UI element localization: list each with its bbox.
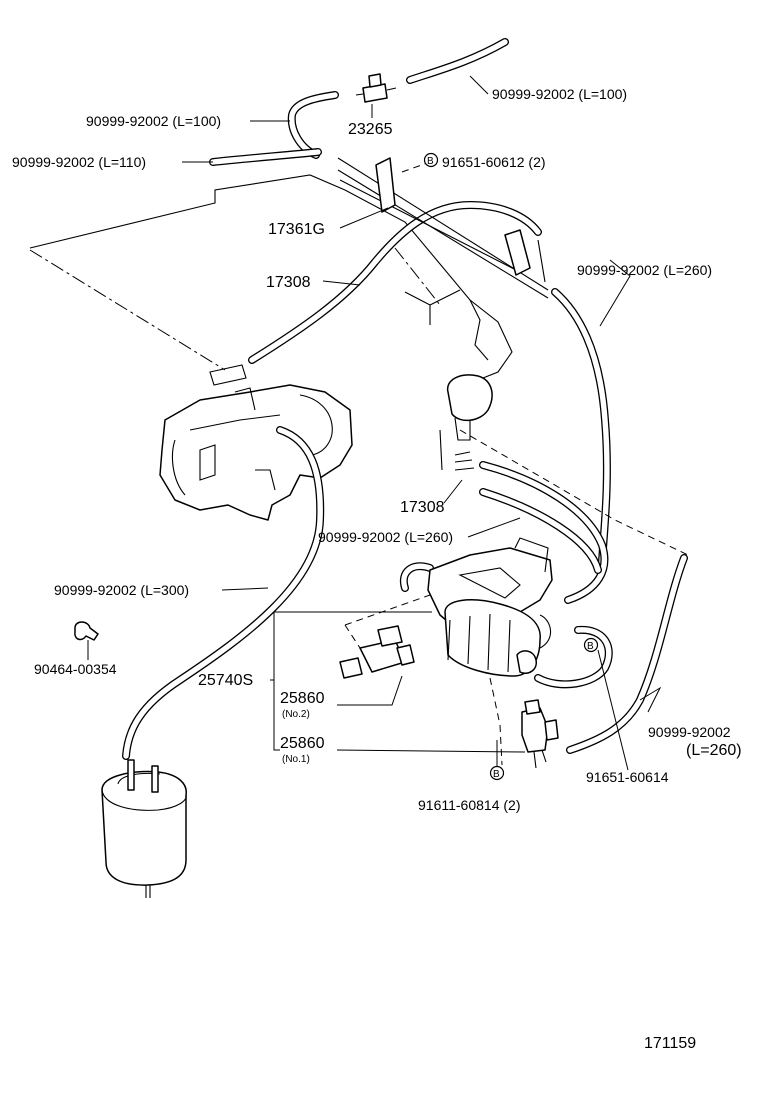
label-hose-l260-mid: 90999-92002 (L=260) [318, 529, 453, 545]
bracket-rail [337, 157, 549, 299]
label-hose-l110: 90999-92002 (L=110) [12, 154, 146, 170]
label-vsv-no1-note: (No.1) [282, 754, 310, 765]
label-hose-top-left: 90999-92002 (L=100) [86, 113, 221, 129]
vsv-bracket-assembly [427, 537, 553, 677]
leader-lines [87, 75, 662, 771]
marker-b-top-letter: B [427, 156, 434, 167]
label-bolt-91651-60614: 91651-60614 [586, 769, 669, 785]
label-part-17308-lower: 17308 [400, 499, 445, 516]
vsv-no2 [339, 625, 415, 679]
label-part-25740s: 25740S [198, 672, 253, 689]
label-part-17308-upper: 17308 [266, 274, 311, 291]
throttle-body [159, 364, 353, 521]
label-vsv-no2-number: 25860 [280, 690, 325, 707]
marker-b-bottom [489, 765, 505, 781]
label-hose-l260-lower-length: (L=260) [686, 742, 742, 759]
part-labels: 90999-92002 (L=100) 90999-92002 (L=100) … [12, 86, 742, 1052]
hoses [122, 38, 688, 760]
clip-90464 [74, 621, 99, 641]
bolt-markers: B B B [423, 152, 599, 781]
marker-b-bottom-letter: B [493, 769, 500, 780]
label-part-23265: 23265 [348, 121, 393, 138]
label-clip-90464: 90464-00354 [34, 661, 117, 677]
label-vsv-no1-number: 25860 [280, 735, 325, 752]
label-hose-l260-lower-number: 90999-92002 [648, 724, 731, 740]
label-vsv-no2-note: (No.2) [282, 709, 310, 720]
marker-b-right [583, 637, 599, 653]
label-bolt-top: 91651-60612 (2) [442, 154, 546, 170]
label-part-17361g: 17361G [268, 221, 325, 238]
label-bolt-91611: 91611-60814 (2) [418, 797, 520, 813]
label-hose-l260-right: 90999-92002 (L=260) [577, 262, 712, 278]
fitting-23265 [355, 73, 397, 103]
charcoal-canister [101, 759, 187, 898]
vsv-no1 [521, 699, 559, 769]
label-hose-top-right: 90999-92002 (L=100) [492, 86, 627, 102]
engine-outline [29, 174, 513, 381]
marker-b-right-letter: B [587, 641, 594, 652]
label-diagram-code: 171159 [644, 1035, 696, 1052]
label-hose-l300: 90999-92002 (L=300) [54, 582, 189, 598]
vacuum-modulator [439, 374, 493, 471]
marker-b-top [423, 152, 439, 168]
